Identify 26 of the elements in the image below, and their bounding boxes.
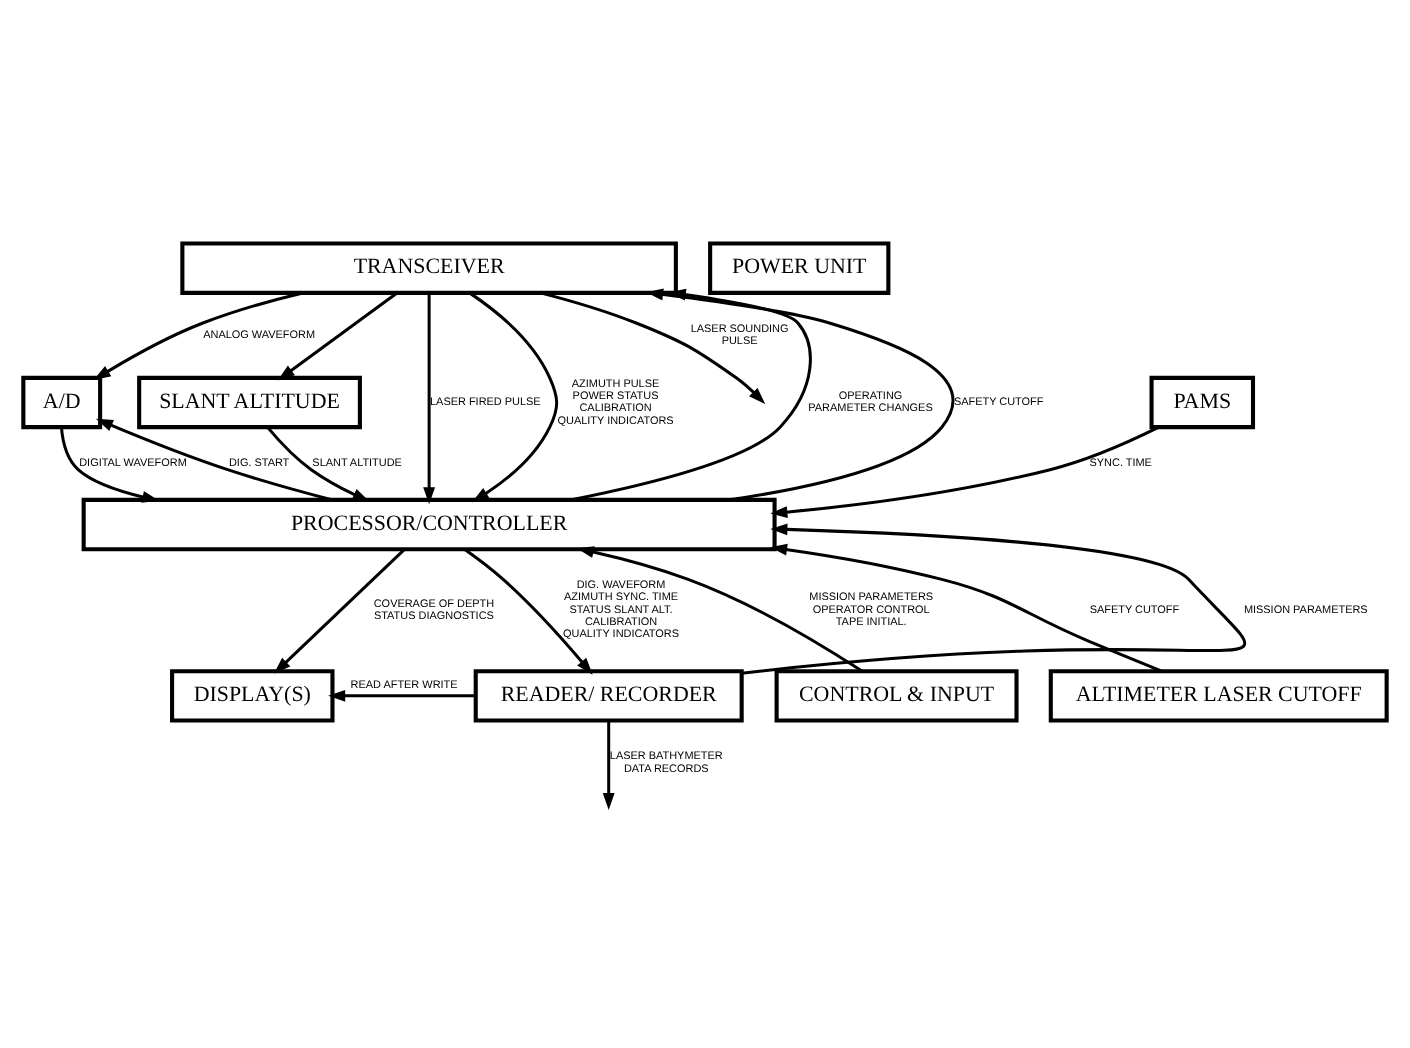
arrow [423,291,436,504]
arrow [770,542,1163,672]
arrow [93,290,304,380]
node-box: ALTIMETER LASER CUTOFF [1048,668,1389,722]
node-box: SLANT ALTITUDE [137,374,362,429]
arrow [602,719,615,809]
node-box: PROCESSOR/CONTROLLER [81,496,777,551]
node-box: READER/ RECORDER [473,668,744,722]
arrow [273,547,406,673]
node-box: DISPLAY(S) [170,668,335,722]
arrow [770,425,1159,517]
arrow [95,417,332,501]
node-box: CONTROL & INPUT [774,668,1019,722]
arrow [469,290,559,502]
arrow [741,522,1246,674]
arrow [277,290,398,380]
node-box: TRANSCEIVER [180,240,678,294]
arrow [576,545,863,672]
node-box: A/D [21,374,103,429]
arrow [328,688,476,701]
node-box: PAMS [1149,374,1256,429]
arrow [266,425,370,501]
arrow [59,426,160,502]
arrow [539,290,766,404]
node-box: POWER UNIT [708,240,891,294]
arrow [463,547,593,674]
